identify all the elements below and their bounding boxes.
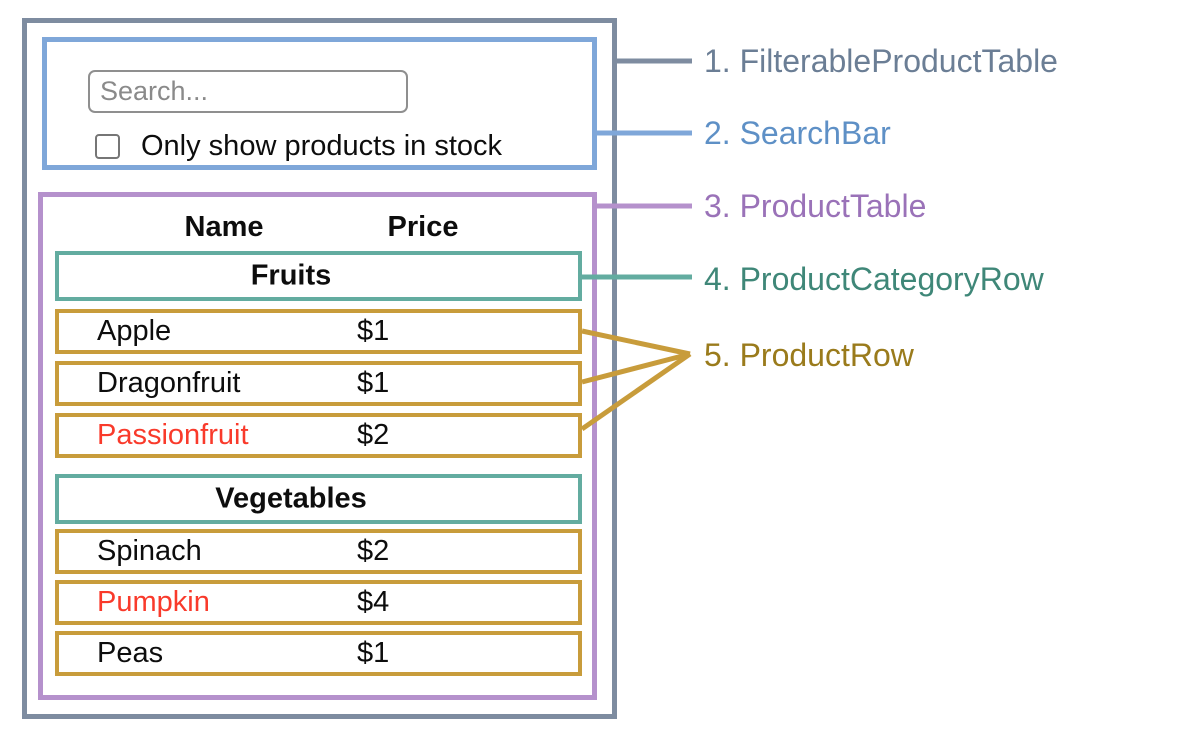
product-price: $1 xyxy=(357,637,390,669)
legend-item-search-bar: 2. SearchBar xyxy=(704,115,891,151)
product-price: $1 xyxy=(357,315,390,347)
stock-filter-row: Only show products in stock xyxy=(95,130,502,163)
product-name: Spinach xyxy=(97,535,202,567)
category-label: Vegetables xyxy=(215,482,367,515)
product-name: Dragonfruit xyxy=(97,367,241,399)
column-header-price: Price xyxy=(387,211,459,243)
product-price: $1 xyxy=(357,367,390,399)
table-header-row: Name Price xyxy=(43,207,592,251)
filterable-product-table-box: Only show products in stock Name Price F… xyxy=(22,18,617,719)
product-row-spinach: Spinach $2 xyxy=(55,529,582,574)
column-header-name: Name xyxy=(184,211,264,243)
product-name-out-of-stock: Passionfruit xyxy=(97,419,249,451)
product-price: $2 xyxy=(357,535,390,567)
search-input[interactable] xyxy=(88,70,408,113)
in-stock-checkbox[interactable] xyxy=(95,134,120,159)
category-label: Fruits xyxy=(250,259,332,292)
legend-item-product-category-row: 4. ProductCategoryRow xyxy=(704,261,1044,297)
product-name: Peas xyxy=(97,637,164,669)
product-row-peas: Peas $1 xyxy=(55,631,582,676)
product-row-dragonfruit: Dragonfruit $1 xyxy=(55,361,582,406)
product-table-box: Name Price Fruits Apple $1 Dragonfruit $… xyxy=(38,192,597,700)
product-row-passionfruit: Passionfruit $2 xyxy=(55,413,582,458)
product-row-pumpkin: Pumpkin $4 xyxy=(55,580,582,625)
product-price: $4 xyxy=(357,586,390,618)
category-row-vegetables: Vegetables xyxy=(55,474,582,524)
in-stock-checkbox-label: Only show products in stock xyxy=(141,130,503,162)
product-row-apple: Apple $1 xyxy=(55,309,582,354)
product-name: Apple xyxy=(97,315,172,347)
product-name-out-of-stock: Pumpkin xyxy=(97,586,210,618)
category-row-fruits: Fruits xyxy=(55,251,582,301)
product-price: $2 xyxy=(357,419,390,451)
legend-item-filterable-product-table: 1. FilterableProductTable xyxy=(704,43,1058,79)
search-bar-box: Only show products in stock xyxy=(42,37,597,170)
table-rows: Fruits Apple $1 Dragonfruit $1 Passionfr… xyxy=(55,251,582,676)
legend-item-product-table: 3. ProductTable xyxy=(704,188,927,224)
legend-item-product-row: 5. ProductRow xyxy=(704,337,914,373)
